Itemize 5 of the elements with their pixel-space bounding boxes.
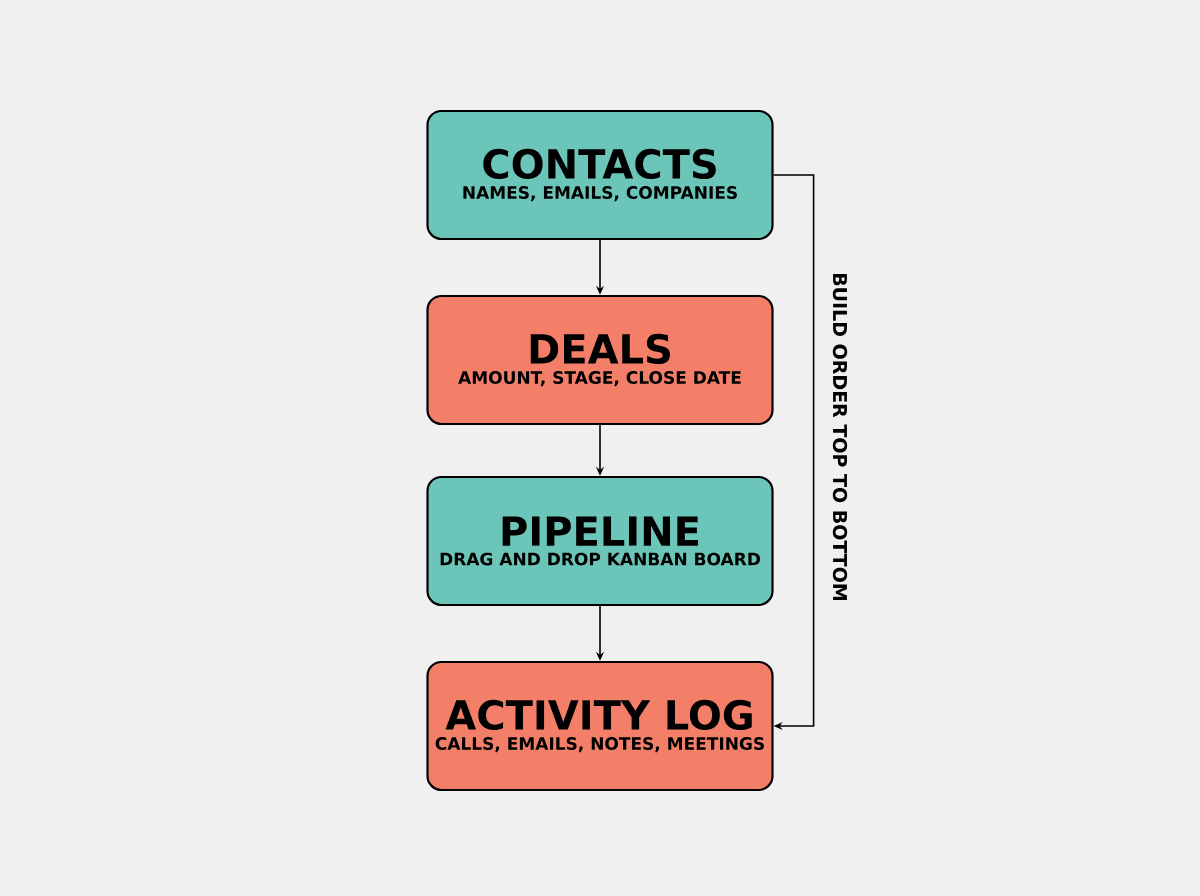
process-box: ACTIVITY LOG CALLS, EMAILS, NOTES, MEETINGS	[426, 660, 774, 792]
process-box: CONTACTS NAMES, EMAILS, COMPANIES	[426, 109, 774, 241]
process-box: DEALS AMOUNT, STAGE, CLOSE DATE	[426, 294, 774, 426]
arrow	[772, 174, 815, 731]
process-box: PIPELINE DRAG AND DROP KANBAN BOARD	[426, 475, 774, 607]
